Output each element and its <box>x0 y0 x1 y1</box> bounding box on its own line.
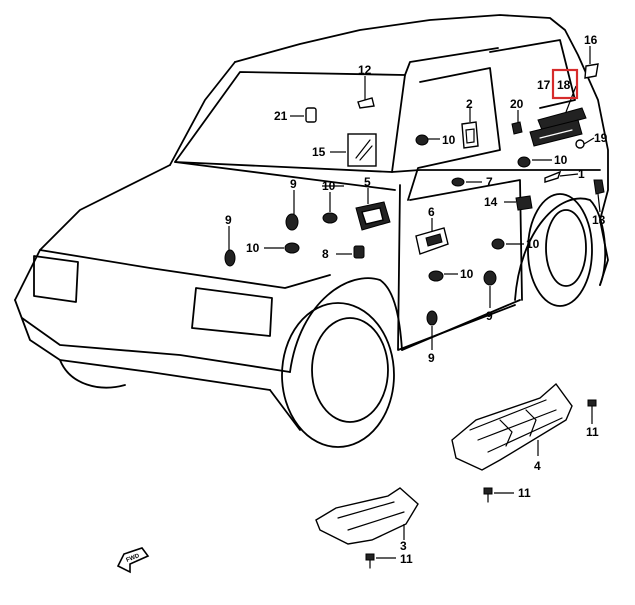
part-5-mirror <box>355 201 391 231</box>
callout-12: 12 <box>358 63 372 77</box>
callout-13: 13 <box>592 213 606 227</box>
part-3-skid-plate <box>315 487 419 545</box>
part-8-plug <box>353 245 365 259</box>
part-21-clip <box>305 107 317 123</box>
callout-10d: 10 <box>554 153 568 167</box>
part-1-plate <box>544 170 562 183</box>
bolts-11 <box>365 399 597 569</box>
part-4-skid-plate <box>451 382 573 471</box>
callout-2: 2 <box>466 97 473 111</box>
part-12-emblem <box>357 97 375 109</box>
leader-lines <box>228 46 601 559</box>
part-2-mirror-base <box>461 121 479 149</box>
part-13-bolt <box>593 179 605 195</box>
callout-11b: 11 <box>518 486 531 500</box>
callout-17: 17 <box>537 78 551 92</box>
callout-9a: 9 <box>290 177 297 191</box>
callout-21: 21 <box>274 109 288 123</box>
fwd-label: FWD <box>126 553 142 564</box>
fwd-direction-arrow: FWD <box>116 547 150 574</box>
callout-9d: 9 <box>428 351 435 365</box>
part-19-clip <box>575 139 585 149</box>
part-6-handle <box>415 227 449 255</box>
part-18-garnish <box>529 107 587 147</box>
part-plugs-9-10 <box>224 134 531 326</box>
callout-7: 7 <box>486 175 493 189</box>
callout-11a: 11 <box>586 425 599 439</box>
callout-19: 19 <box>594 131 608 145</box>
callout-10c: 10 <box>442 133 456 147</box>
callout-4: 4 <box>534 459 541 473</box>
callout-14: 14 <box>484 195 498 209</box>
callout-11c: 11 <box>400 552 413 566</box>
part-15-sticker <box>347 133 377 167</box>
callout-10a: 10 <box>322 179 336 193</box>
callout-3: 3 <box>400 539 407 553</box>
vehicle-outline <box>14 14 609 448</box>
callout-10b: 10 <box>246 241 260 255</box>
part-7-grommet <box>451 177 465 187</box>
callout-20: 20 <box>510 97 524 111</box>
callout-10e: 10 <box>526 237 540 251</box>
highlight-box-18 <box>551 68 579 100</box>
part-20-clip <box>511 121 523 135</box>
callout-18: 18 <box>557 78 571 92</box>
callout-8: 8 <box>322 247 329 261</box>
callout-labels: 1 2 3 4 5 6 7 8 9 9 9 9 10 10 10 10 10 1… <box>225 33 608 566</box>
callout-15: 15 <box>312 145 326 159</box>
callout-5: 5 <box>364 175 371 189</box>
callout-9c: 9 <box>486 309 493 323</box>
part-14-cap <box>515 195 533 211</box>
callout-1: 1 <box>578 167 585 181</box>
callout-9b: 9 <box>225 213 232 227</box>
callout-16: 16 <box>584 33 598 47</box>
part-16-label <box>584 63 599 79</box>
callout-10f: 10 <box>460 267 474 281</box>
callout-6: 6 <box>428 205 435 219</box>
